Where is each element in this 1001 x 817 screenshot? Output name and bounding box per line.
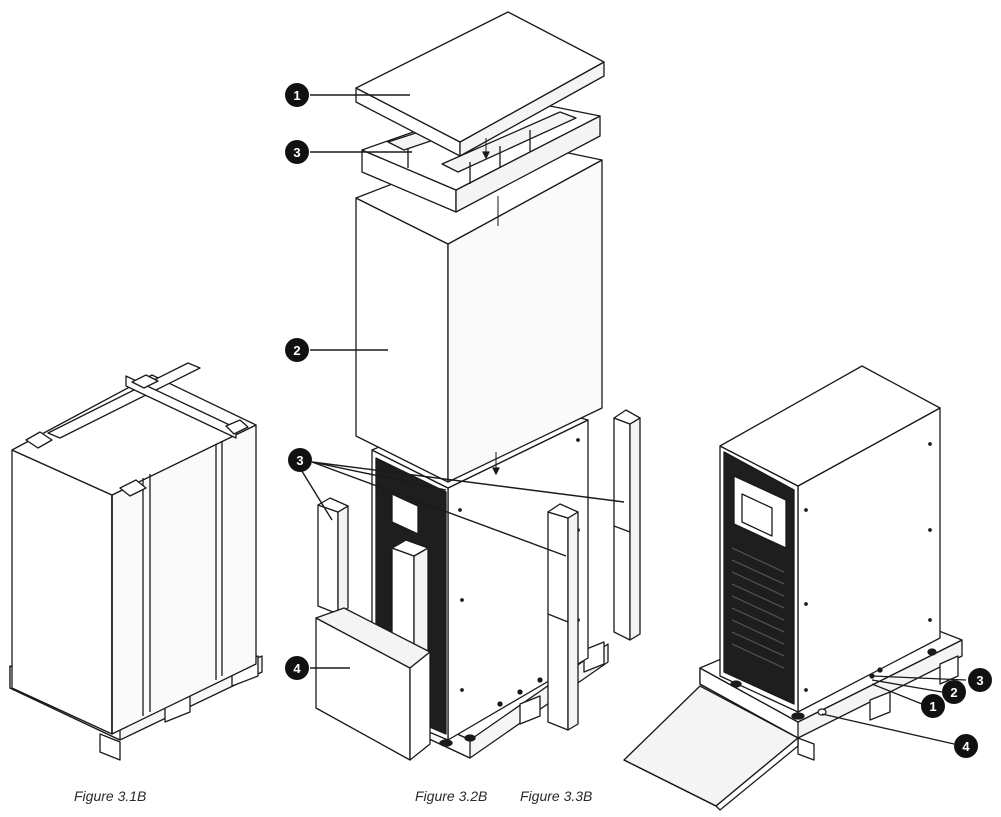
callout-2-carton-sleeve: 2: [285, 338, 309, 362]
svg-text:2: 2: [293, 343, 300, 358]
callout-3-top-cushion: 3: [285, 140, 309, 164]
corner-post-middle: [547, 503, 579, 731]
figure-packed-crate: [9, 362, 263, 761]
svg-text:4: 4: [293, 661, 301, 676]
svg-text:3: 3: [293, 145, 300, 160]
svg-text:1: 1: [929, 699, 936, 714]
svg-text:4: 4: [962, 739, 970, 754]
ups-unit: [719, 365, 941, 720]
leader-lines: [821, 675, 967, 745]
svg-text:2: 2: [950, 685, 957, 700]
vent-grille: [731, 547, 785, 669]
svg-text:3: 3: [296, 453, 303, 468]
corner-post-right: [613, 409, 641, 641]
figure-caption-3-1b: Figure 3.1B: [74, 788, 147, 804]
leader-lines: [299, 94, 625, 669]
top-cover: [355, 11, 605, 159]
callout-2: 2: [942, 680, 966, 704]
callout-1: 1: [921, 694, 945, 718]
figure-unit-with-ramp: 3 2 1 4: [623, 365, 992, 811]
svg-text:1: 1: [293, 88, 300, 103]
callout-4-front-panel: 4: [285, 656, 309, 680]
crate-box: [11, 362, 257, 735]
figure-caption-3-3b: Figure 3.3B: [520, 788, 593, 804]
figure-exploded-packing: 1 3 2 3 4: [285, 11, 641, 761]
carton-sleeve: [355, 139, 603, 483]
svg-text:3: 3: [976, 673, 983, 688]
front-panel: [315, 607, 431, 761]
figure-caption-3-2b: Figure 3.2B: [415, 788, 488, 804]
callout-3: 3: [968, 668, 992, 692]
inner-foam-block: [391, 539, 429, 661]
callout-4: 4: [954, 734, 978, 758]
ramp: [623, 685, 799, 811]
corner-post-left: [317, 497, 349, 615]
callout-3-corner-posts: 3: [288, 448, 312, 472]
callout-1-top-cover: 1: [285, 83, 309, 107]
